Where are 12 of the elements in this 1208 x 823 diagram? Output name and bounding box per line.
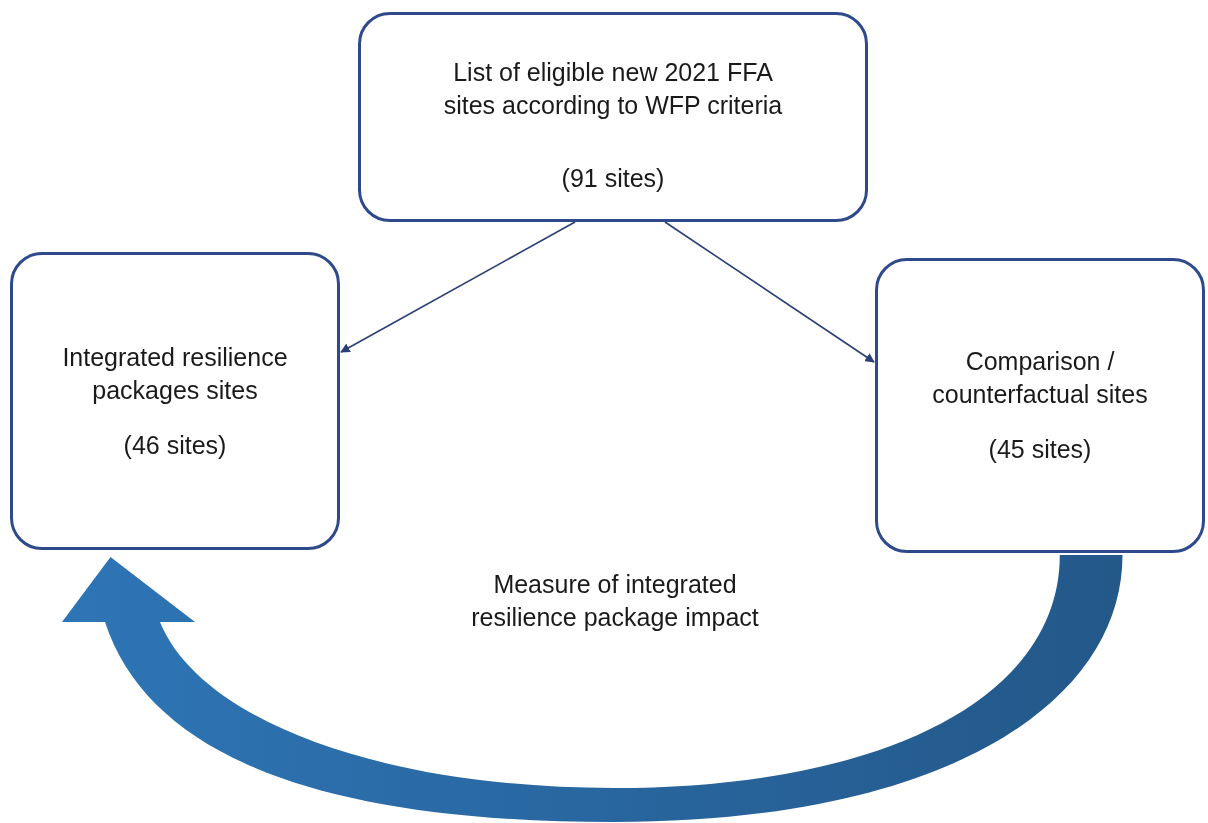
- rounded-box: [10, 252, 340, 550]
- curved-arrow: [62, 555, 1123, 822]
- site-count: (46 sites): [123, 429, 227, 461]
- box-text: Integrated resilience packages sites: [61, 341, 289, 406]
- arrow: [664, 221, 875, 363]
- box-text: Comparison / counterfactual sites: [931, 346, 1149, 410]
- site-count: (91 sites): [561, 162, 665, 194]
- rounded-box: [358, 12, 868, 222]
- rounded-box: [875, 258, 1205, 553]
- site-count: (45 sites): [988, 434, 1092, 465]
- box-text: List of eligible new 2021 FFA sites according to WFP criteria: [442, 56, 784, 121]
- arrow: [340, 221, 576, 353]
